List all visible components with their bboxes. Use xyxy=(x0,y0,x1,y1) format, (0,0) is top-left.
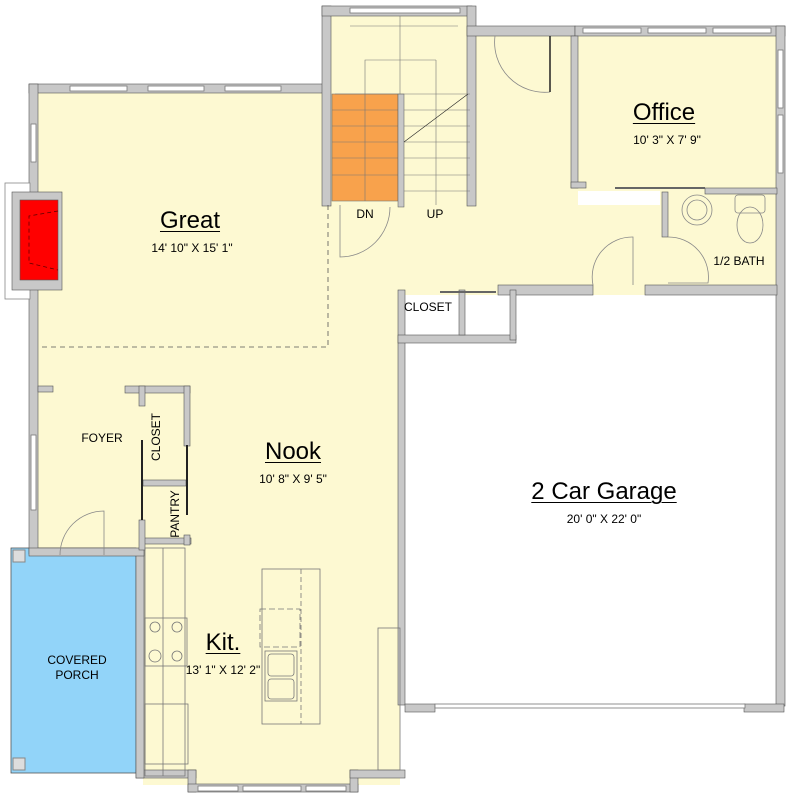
office-name: Office xyxy=(632,99,696,126)
kitchen-fixtures xyxy=(144,547,401,777)
doors xyxy=(59,35,709,556)
windows xyxy=(30,7,784,792)
garage-dims: 20' 0" X 22' 0" xyxy=(566,512,642,526)
stairs-up-label: UP xyxy=(426,207,444,221)
covered-porch xyxy=(10,547,137,774)
fireplace xyxy=(19,199,59,281)
nook-name: Nook xyxy=(264,438,322,465)
stairs-up xyxy=(335,16,470,205)
great-room-dims: 14' 10" X 15' 1" xyxy=(151,241,233,255)
bath-fixtures xyxy=(681,194,766,244)
kitchen-floor xyxy=(143,555,400,785)
floor-areas xyxy=(38,16,778,785)
porch-post xyxy=(12,549,26,563)
great-room-name: Great xyxy=(159,207,221,234)
garage-name: 2 Car Garage xyxy=(531,478,677,505)
left-strip-floor xyxy=(38,290,400,360)
nook-floor xyxy=(38,350,400,570)
hall-closet-label: CLOSET xyxy=(403,300,453,314)
half-bath-floor xyxy=(660,190,778,286)
porch-label-line1: COVERED xyxy=(47,653,107,667)
kitchen-name: Kit. xyxy=(205,629,241,656)
pantry-label: PANTRY xyxy=(168,490,182,538)
office-floor xyxy=(578,36,778,191)
foyer-label: FOYER xyxy=(81,431,123,445)
porch-post xyxy=(12,757,26,771)
stair-treads-down xyxy=(332,94,398,201)
stair-rail xyxy=(397,93,405,208)
half-bath-label: 1/2 BATH xyxy=(713,254,765,268)
office-dims: 10' 3" X 7' 9" xyxy=(633,133,701,147)
foyer-closet-label: CLOSET xyxy=(149,412,163,462)
porch-label-line2: PORCH xyxy=(55,668,99,682)
stairs-down-label: DN xyxy=(356,207,374,221)
nook-dims: 10' 8" X 9' 5" xyxy=(259,472,327,486)
garage-floor xyxy=(405,295,777,705)
center-floor xyxy=(328,205,660,295)
kitchen-dims: 13' 1" X 12' 2" xyxy=(185,663,261,677)
